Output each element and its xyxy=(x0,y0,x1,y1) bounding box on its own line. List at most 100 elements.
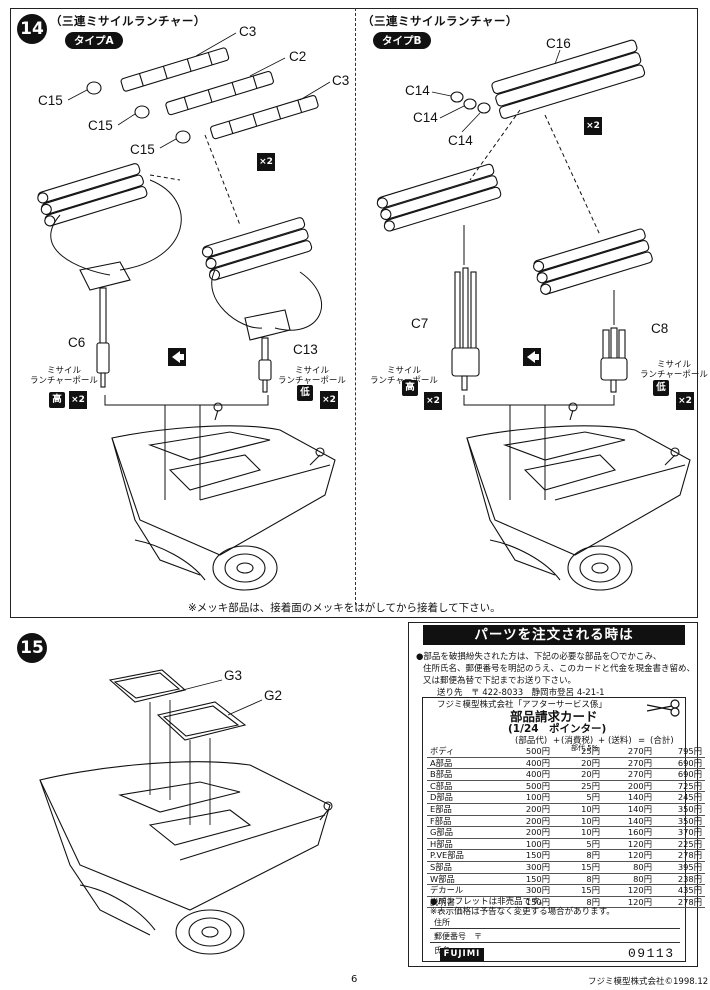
parts-row-price: 795円 xyxy=(655,746,705,758)
field-postal-mark: 〒 xyxy=(474,932,482,941)
fujimi-logo: FUJIMI xyxy=(440,948,484,961)
parts-row-price: 270円 xyxy=(603,746,655,758)
type-b-assembly-diagram xyxy=(376,39,691,591)
type-a-title: （三連ミサイルランチャー） xyxy=(50,14,206,28)
scissors-icon xyxy=(646,699,680,717)
step-14-panel xyxy=(10,8,698,618)
low-badge-a: 低 xyxy=(297,385,313,401)
parts-row-price: 400円 xyxy=(503,768,553,781)
card-subtitle: (1/24 ポインター) xyxy=(508,723,607,735)
parts-row-name: ボディ xyxy=(427,746,503,758)
parts-row-price: 15円 xyxy=(553,861,603,874)
part-label-c15-b: C15 xyxy=(88,118,113,133)
quantity-badge-x2-high-a: ×2 xyxy=(69,391,87,409)
col-equals: = xyxy=(638,736,646,746)
parts-row-price: 120円 xyxy=(603,896,655,909)
parts-row-name: H部品 xyxy=(427,838,503,851)
parts-row-price: 10円 xyxy=(553,803,603,816)
part-label-g3: G3 xyxy=(224,668,243,683)
parts-row-price: 8円 xyxy=(553,873,603,886)
parts-row-price: 120円 xyxy=(603,884,655,897)
type-a-assembly-diagram xyxy=(37,32,336,591)
parts-row-name: W部品 xyxy=(427,873,503,886)
part-label-c15-c: C15 xyxy=(130,142,155,157)
part-label-c3-top: C3 xyxy=(239,24,257,39)
type-b-label: タイプB xyxy=(373,32,431,49)
parts-row-price: 370円 xyxy=(655,826,705,839)
plating-note: ※メッキ部品は、接着面のメッキをはがしてから接着して下さい。 xyxy=(188,602,501,614)
parts-row-price: 200円 xyxy=(503,826,553,839)
low-badge-b: 低 xyxy=(653,380,669,396)
parts-row-name: C部品 xyxy=(427,780,503,793)
quantity-badge-x2-low-a: ×2 xyxy=(320,391,338,409)
parts-row-price: 150円 xyxy=(503,873,553,886)
parts-row-price: 100円 xyxy=(503,791,553,804)
send-to-address: 送り先 〒 422-8033 静岡市登呂 4-21-1 xyxy=(437,688,605,698)
col-parts-price: (部品代) xyxy=(515,736,548,746)
parts-row-price: 200円 xyxy=(503,803,553,816)
parts-row-name: S部品 xyxy=(427,861,503,874)
quantity-badge-x2-b: ×2 xyxy=(584,117,602,135)
parts-row-price: 278円 xyxy=(655,896,705,909)
parts-row-price: 100円 xyxy=(503,838,553,851)
quantity-badge-x2-a: ×2 xyxy=(257,153,275,171)
step-number-15: 15 xyxy=(17,633,47,663)
quantity-badge-x2-low-b: ×2 xyxy=(676,392,694,410)
panel-divider xyxy=(355,8,356,605)
parts-row-price: 20円 xyxy=(553,757,603,770)
parts-row-name: P.VE部品 xyxy=(427,849,503,862)
parts-row-price: 690円 xyxy=(655,757,705,770)
parts-row-price: 435円 xyxy=(655,884,705,897)
parts-row-price: 500円 xyxy=(503,746,553,758)
parts-row-price: 140円 xyxy=(603,803,655,816)
part-label-c2: C2 xyxy=(289,49,307,64)
card-title: 部品請求カード xyxy=(510,709,598,724)
order-title: パーツを注文される時は xyxy=(423,625,685,645)
parts-row-price: 238円 xyxy=(655,873,705,886)
parts-row-price: 140円 xyxy=(603,815,655,828)
pole-label-low-a: ミサイル ランチャーポール xyxy=(278,366,346,386)
pamphlet-note: ●パンフレットは非売品です。 xyxy=(430,897,548,907)
parts-row-price: 5円 xyxy=(553,791,603,804)
parts-row-price: 10円 xyxy=(553,826,603,839)
parts-row-price: 725円 xyxy=(655,780,705,793)
part-label-c7: C7 xyxy=(411,316,429,331)
parts-row-price: 140円 xyxy=(603,791,655,804)
col-shipping: (送料) xyxy=(608,736,632,746)
quantity-badge-x2-high-b: ×2 xyxy=(424,392,442,410)
part-label-c3-right: C3 xyxy=(332,73,350,88)
parts-row-price: 225円 xyxy=(655,838,705,851)
parts-row-price: 8円 xyxy=(553,849,603,862)
parts-row-price: 150円 xyxy=(503,896,553,909)
part-label-c15-a: C15 xyxy=(38,93,63,108)
parts-row-price: 395円 xyxy=(655,861,705,874)
field-postal-label: 郵便番号 xyxy=(434,932,466,941)
parts-row-price: 350円 xyxy=(655,803,705,816)
parts-row-price: 5円 xyxy=(553,838,603,851)
part-label-c14-a: C14 xyxy=(405,83,430,98)
part-label-c14-c: C14 xyxy=(448,133,473,148)
parts-row-price: 245円 xyxy=(655,791,705,804)
col-tax: (消費税) xyxy=(561,736,594,746)
parts-row-price: 300円 xyxy=(503,861,553,874)
parts-row-price: 10円 xyxy=(553,815,603,828)
parts-row-price: 690円 xyxy=(655,768,705,781)
parts-row-price: 200円 xyxy=(503,815,553,828)
parts-row-name: E部品 xyxy=(427,803,503,816)
parts-row-name: A部品 xyxy=(427,757,503,770)
part-label-c16: C16 xyxy=(546,36,571,51)
parts-row-price: 150円 xyxy=(503,849,553,862)
parts-row-price: 120円 xyxy=(603,838,655,851)
parts-row-price: 200円 xyxy=(603,780,655,793)
parts-row-name: デカール xyxy=(427,884,503,897)
high-badge-a: 高 xyxy=(49,392,65,408)
parts-row-price: 20円 xyxy=(553,768,603,781)
